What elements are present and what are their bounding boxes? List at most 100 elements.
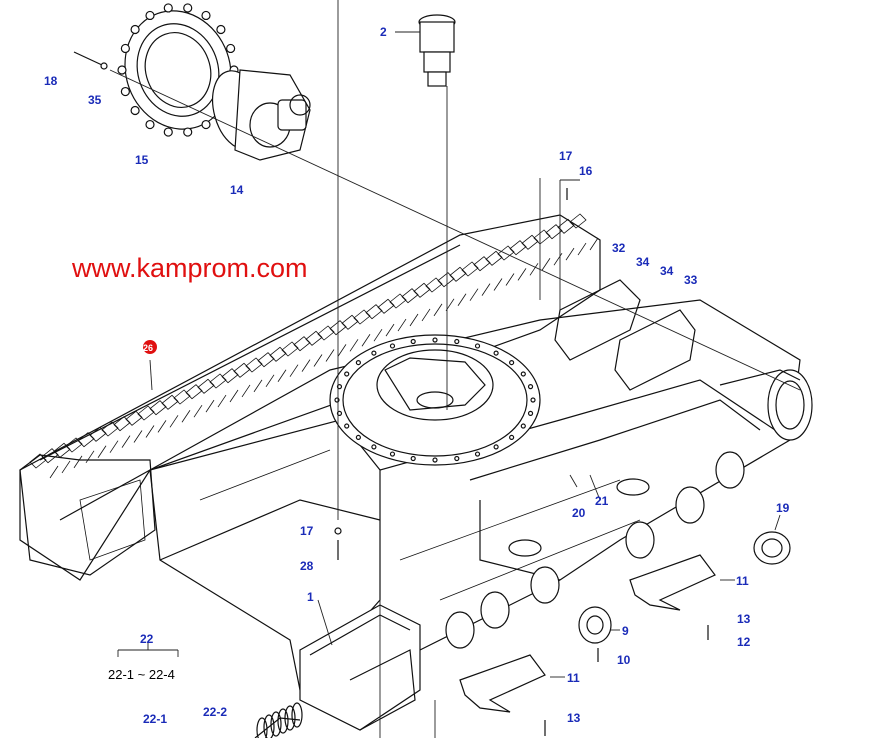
- track-shoe-edge: [61, 460, 71, 474]
- track-shoe: [557, 218, 575, 234]
- track-shoe-edge: [361, 334, 371, 347]
- track-shoe: [521, 234, 539, 250]
- watermark: www.kamprom.com: [71, 253, 308, 283]
- callout-17-mid[interactable]: 17: [300, 524, 314, 538]
- track-shoe-edge: [409, 313, 419, 327]
- callout-34-left[interactable]: 34: [636, 255, 650, 269]
- callout-18[interactable]: 18: [44, 74, 58, 88]
- callout-11-right[interactable]: 11: [736, 574, 749, 588]
- track-shoe: [437, 272, 455, 288]
- callout-26[interactable]: 26: [143, 343, 153, 353]
- spring-coil: [277, 708, 289, 734]
- ring-bolt: [509, 434, 515, 441]
- callout-22[interactable]: 22: [140, 632, 154, 646]
- callout-28[interactable]: 28: [300, 559, 314, 573]
- bolts: [73, 51, 709, 736]
- track-shoe-edge: [97, 445, 107, 458]
- track-shoe: [473, 256, 491, 272]
- ring-bolt: [389, 343, 396, 349]
- callout-35[interactable]: 35: [88, 93, 102, 107]
- track-shoe: [281, 341, 299, 357]
- callout-33[interactable]: 33: [684, 273, 698, 287]
- callout-17-top[interactable]: 17: [559, 149, 573, 163]
- track-shoe: [341, 314, 359, 330]
- ring-bolt: [493, 350, 499, 356]
- callout-22-1[interactable]: 22-1: [143, 712, 167, 726]
- sprocket-tooth: [120, 86, 130, 97]
- track-shoe-edge: [337, 344, 347, 357]
- track-shoe-edge: [133, 430, 143, 443]
- callout-1[interactable]: 1: [307, 590, 314, 604]
- callout-15[interactable]: 15: [135, 153, 149, 167]
- callout-19[interactable]: 19: [776, 501, 790, 515]
- track-shoe: [197, 378, 215, 394]
- callout-11-bottom[interactable]: 11: [567, 671, 580, 685]
- callout-13-right[interactable]: 13: [737, 612, 751, 626]
- ring-bolt: [493, 444, 499, 450]
- track-shoe-edge: [265, 374, 275, 388]
- callout-22-2[interactable]: 22-2: [203, 705, 227, 719]
- track-shoe-edge: [193, 404, 203, 418]
- track-shoe: [173, 389, 191, 405]
- track-shoe: [509, 240, 527, 256]
- ring-bolt: [371, 444, 377, 450]
- ring-bolt: [520, 423, 526, 429]
- track-shoe-edge: [421, 308, 431, 322]
- sprocket: [117, 3, 239, 137]
- callout-21[interactable]: 21: [595, 494, 609, 508]
- track-shoe: [257, 352, 275, 368]
- callout-13-bottom[interactable]: 13: [567, 711, 581, 725]
- callout-9[interactable]: 9: [622, 624, 629, 638]
- track-shoe: [533, 229, 551, 245]
- swing-bearing: [329, 334, 541, 466]
- spring-coil: [256, 717, 268, 738]
- ring-bolt: [389, 451, 396, 457]
- track-shoe: [125, 410, 143, 426]
- track-shoe-edge: [529, 263, 539, 276]
- recoil-spring: [254, 702, 303, 738]
- track-shoe: [317, 325, 335, 341]
- ring-bolt: [432, 337, 438, 343]
- track-shoe: [269, 346, 287, 362]
- track-shoe-edge: [85, 450, 95, 464]
- track-shoe: [101, 421, 119, 437]
- track-shoe-edge: [301, 359, 311, 372]
- ring-bolt: [527, 384, 534, 390]
- sprocket-tooth: [183, 3, 193, 13]
- ring-bolt: [474, 451, 481, 457]
- ring-bolt: [509, 359, 515, 366]
- track-shoe: [377, 298, 395, 314]
- callout-20[interactable]: 20: [572, 506, 586, 520]
- track-shoe: [245, 357, 263, 373]
- ring-bolt: [355, 434, 361, 441]
- track-shoe: [221, 368, 239, 384]
- frame-end: [719, 369, 813, 441]
- track-shoe-edge: [505, 273, 515, 286]
- sprocket-tooth: [201, 10, 211, 21]
- callout-10[interactable]: 10: [617, 653, 631, 667]
- sprocket-tooth: [117, 65, 127, 75]
- track-shoe: [305, 330, 323, 346]
- track-shoe-edge: [217, 394, 227, 408]
- covers: [554, 180, 696, 391]
- track-shoe-edge: [397, 318, 407, 332]
- callout-12[interactable]: 12: [737, 635, 751, 649]
- callout-2[interactable]: 2: [380, 25, 387, 39]
- track-shoe: [185, 384, 203, 400]
- track-shoe-edge: [241, 384, 251, 398]
- track-guards: [459, 554, 716, 713]
- ring-bolt: [336, 384, 343, 390]
- spring-coil: [270, 711, 282, 737]
- track-shoe-edge: [493, 278, 503, 291]
- sprocket-tooth: [201, 119, 211, 130]
- ring-bolt: [336, 410, 343, 416]
- callout-14[interactable]: 14: [230, 183, 244, 197]
- final-drive: [212, 69, 311, 161]
- callout-32[interactable]: 32: [612, 241, 626, 255]
- callout-34-right[interactable]: 34: [660, 264, 674, 278]
- track-shoe: [353, 309, 371, 325]
- track-shoe: [113, 416, 131, 432]
- track-shoe-edge: [181, 410, 191, 423]
- callout-16[interactable]: 16: [579, 164, 593, 178]
- ring-bolt: [371, 350, 377, 356]
